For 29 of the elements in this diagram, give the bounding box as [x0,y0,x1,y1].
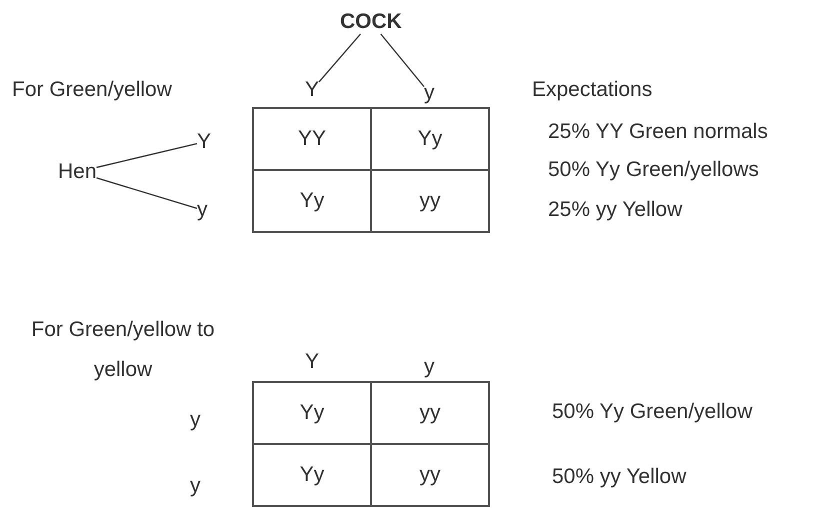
allele-label: y [190,408,200,432]
punnett-cell: YY [252,107,372,171]
punnett-cell: Yy [252,381,372,445]
punnett-cell: yy [370,381,490,445]
parent-label: COCK [340,10,402,34]
expectation-text: 50% Yy Green/yellows [548,158,759,182]
connector-line [318,34,362,82]
parent-label: Hen [58,160,97,184]
expectation-text: 25% YY Green normals [548,120,768,144]
connector-line [96,177,198,210]
allele-label: Y [197,130,212,154]
expectation-text: 50% Yy Green/yellow [552,400,752,424]
punnett-cell: Yy [252,169,372,233]
heading-text: Expectations [532,78,652,102]
allele-label: y [190,474,200,498]
allele-label: y [424,355,434,379]
allele-label: y [197,198,208,222]
allele-label: Y [305,78,320,102]
punnett-cell: Yy [252,443,372,507]
allele-label: Y [305,350,320,374]
allele-label: y [424,81,434,105]
punnett-cell: yy [370,169,490,233]
punnett-cell: yy [370,443,490,507]
punnett-cell: Yy [370,107,490,171]
heading-text: For Green/yellow [12,78,172,102]
expectation-text: 50% yy Yellow [552,465,686,489]
connector-line [96,143,198,168]
expectation-text: 25% yy Yellow [548,198,682,222]
connector-line [380,34,424,88]
